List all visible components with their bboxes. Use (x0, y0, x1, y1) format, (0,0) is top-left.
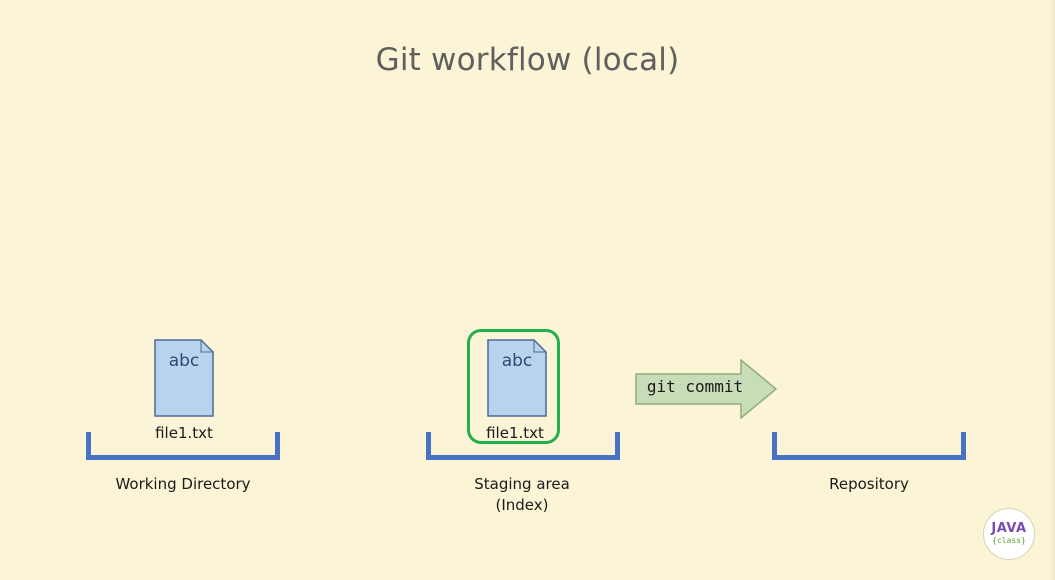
staging-area-bracket (426, 432, 620, 460)
staging-file-highlight (467, 329, 560, 444)
working-directory-bracket (86, 432, 280, 460)
java-class-logo: JAVA {class} (983, 508, 1035, 560)
staging-area-label: Staging area (Index) (412, 474, 632, 516)
logo-word: JAVA (991, 521, 1027, 536)
staging-file-name: file1.txt (486, 424, 544, 442)
slide-title: Git workflow (local) (375, 42, 680, 78)
repository-bracket (772, 432, 966, 460)
working-file-icon: abc (154, 339, 214, 417)
working-directory-label: Working Directory (115, 475, 251, 493)
logo-sub: {class} (992, 536, 1026, 545)
git-commit-command: git commit (646, 377, 744, 396)
repository-label: Repository (829, 475, 909, 493)
staging-area-label-line1: Staging area (474, 475, 570, 493)
working-file-name: file1.txt (155, 424, 213, 442)
staging-file-icon: abc (487, 339, 547, 417)
staging-area-label-line2: (Index) (495, 496, 549, 514)
working-file-content: abc (168, 351, 200, 371)
git-commit-arrow (635, 359, 777, 419)
staging-file-content: abc (501, 351, 533, 371)
edge-shade (1049, 0, 1055, 580)
